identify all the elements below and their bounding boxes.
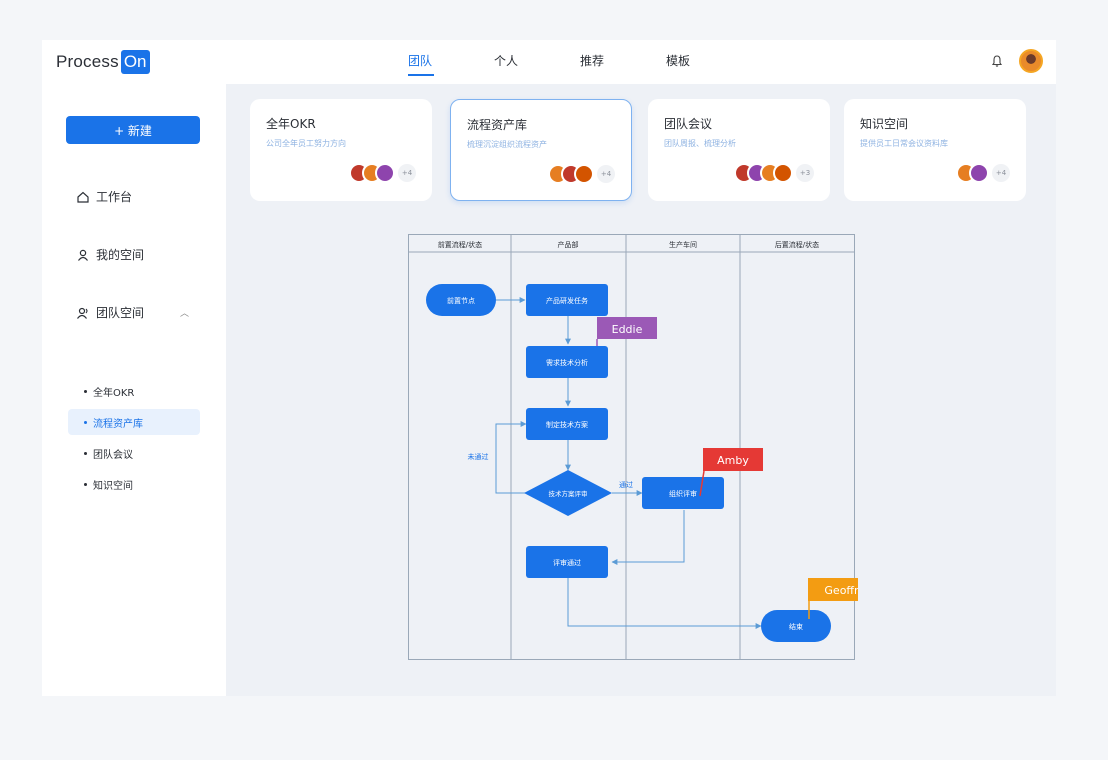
bullet-icon xyxy=(84,451,87,455)
bullet-icon xyxy=(84,420,87,424)
node-label: 前置节点 xyxy=(447,296,475,305)
space-card-knowledge[interactable]: 知识空间 提供员工日常会议资料库 +4 xyxy=(844,99,1026,201)
member-avatars: +4 xyxy=(956,163,1010,183)
home-icon xyxy=(77,191,89,203)
member-count-badge: +4 xyxy=(992,164,1010,182)
sidebar-subitem-label: 流程资产库 xyxy=(93,418,143,430)
sidebar-item-team-space[interactable]: 团队空间 xyxy=(76,304,144,321)
new-button[interactable]: + 新建 xyxy=(66,116,200,144)
bell-icon[interactable] xyxy=(990,54,1004,68)
sidebar-item-label: 工作台 xyxy=(96,190,133,204)
tab-templates[interactable]: 模板 xyxy=(666,54,691,68)
member-count-badge: +3 xyxy=(796,164,814,182)
swimlane-flowchart[interactable]: 前置流程/状态 产品部 生产车间 后置流程/状态 未通过 通过 前置节点 产品研… xyxy=(408,234,858,664)
brand-badge: On xyxy=(120,50,150,74)
avatar xyxy=(773,163,793,183)
collaborator-cursor-amby xyxy=(703,448,763,471)
sidebar-item-workbench[interactable]: 工作台 xyxy=(76,188,132,205)
collaborator-cursor-eddie xyxy=(597,317,657,339)
card-title: 流程资产库 xyxy=(467,118,528,132)
user-icon xyxy=(78,249,88,261)
flow-node[interactable] xyxy=(526,408,608,440)
sidebar-item-label: 团队空间 xyxy=(96,306,145,320)
card-description: 梳理沉淀组织流程资产 xyxy=(467,140,547,149)
collaborator-cursor-geoffrey xyxy=(808,578,858,601)
flow-node-decision[interactable] xyxy=(524,470,612,516)
connector xyxy=(567,578,762,629)
lane-title: 生产车间 xyxy=(669,240,697,249)
card-title: 全年OKR xyxy=(266,117,316,131)
cursor-label: Geoffrey xyxy=(824,584,858,597)
sidebar-subitem-okr[interactable]: 全年OKR xyxy=(68,378,200,404)
brand-name: Process xyxy=(56,52,119,71)
edge-label: 未通过 xyxy=(468,452,489,461)
card-title: 团队会议 xyxy=(664,117,713,131)
tab-personal[interactable]: 个人 xyxy=(494,54,519,68)
cursor-label: Amby xyxy=(717,454,749,467)
avatar xyxy=(969,163,989,183)
space-card-process-library[interactable]: 流程资产库 梳理沉淀组织流程资产 +4 xyxy=(450,99,632,201)
bullet-icon xyxy=(84,482,87,486)
sidebar-subitem-label: 知识空间 xyxy=(93,480,133,492)
cursor-pointer xyxy=(699,470,705,497)
flow-node[interactable] xyxy=(526,546,608,578)
sidebar-subitem-label: 全年OKR xyxy=(93,387,135,399)
tab-recommend[interactable]: 推荐 xyxy=(580,54,605,68)
lane-title: 前置流程/状态 xyxy=(438,240,482,249)
member-avatars: +4 xyxy=(548,164,615,184)
app-window: Process On 团队 个人 推荐 模板 + 新建 工作台 我的空间 团队空… xyxy=(42,40,1056,696)
sidebar-item-label: 我的空间 xyxy=(96,248,145,262)
sidebar-subitem-label: 团队会议 xyxy=(93,449,133,461)
chevron-up-icon[interactable]: ︿ xyxy=(180,309,190,319)
bullet-icon xyxy=(84,389,87,393)
node-label: 组织评审 xyxy=(669,489,697,498)
card-description: 团队周报、梳理分析 xyxy=(664,139,736,148)
team-icon xyxy=(77,307,88,319)
card-title: 知识空间 xyxy=(860,117,909,131)
member-avatars: +4 xyxy=(349,163,416,183)
sidebar: + 新建 工作台 我的空间 团队空间 ︿ 全年OKR 流程资产库 团队会议 xyxy=(42,84,226,696)
lane-title: 产品部 xyxy=(558,240,579,249)
node-label: 技术方案评审 xyxy=(549,489,588,498)
lane-title: 后置流程/状态 xyxy=(775,240,819,249)
flowchart-frame xyxy=(408,234,855,660)
flow-node[interactable] xyxy=(526,284,608,316)
flow-node-start[interactable] xyxy=(426,284,496,316)
flow-node[interactable] xyxy=(526,346,608,378)
node-label: 评审通过 xyxy=(553,558,581,567)
sidebar-subitem-team-meeting[interactable]: 团队会议 xyxy=(68,440,200,466)
member-count-badge: +4 xyxy=(398,164,416,182)
member-avatars: +3 xyxy=(734,163,814,183)
flow-node[interactable] xyxy=(642,477,724,509)
connector xyxy=(611,510,685,565)
node-label: 产品研发任务 xyxy=(546,296,588,305)
card-description: 公司全年员工努力方向 xyxy=(266,139,346,148)
node-label: 需求技术分析 xyxy=(546,358,588,367)
avatar xyxy=(574,164,594,184)
space-card-team-meeting[interactable]: 团队会议 团队周报、梳理分析 +3 xyxy=(648,99,830,201)
user-avatar[interactable] xyxy=(1019,49,1043,73)
processon-logo[interactable]: Process On xyxy=(56,48,150,76)
node-label: 结束 xyxy=(789,622,803,631)
main-content: 全年OKR 公司全年员工努力方向 +4 流程资产库 梳理沉淀组织流程资产 +4 … xyxy=(226,84,1056,696)
cursor-label: Eddie xyxy=(612,323,643,336)
space-card-okr[interactable]: 全年OKR 公司全年员工努力方向 +4 xyxy=(250,99,432,201)
member-count-badge: +4 xyxy=(597,165,615,183)
connector-reject xyxy=(495,421,527,494)
sidebar-subitem-knowledge[interactable]: 知识空间 xyxy=(68,471,200,497)
sidebar-item-my-space[interactable]: 我的空间 xyxy=(76,246,144,263)
flow-node-end[interactable] xyxy=(761,610,831,642)
card-description: 提供员工日常会议资料库 xyxy=(860,139,948,148)
top-nav: 团队 个人 推荐 模板 xyxy=(408,52,752,77)
avatar xyxy=(375,163,395,183)
tab-team[interactable]: 团队 xyxy=(408,52,494,77)
node-label: 制定技术方案 xyxy=(546,420,588,429)
edge-label: 通过 xyxy=(619,480,633,489)
sidebar-subitem-process-library[interactable]: 流程资产库 xyxy=(68,409,200,435)
